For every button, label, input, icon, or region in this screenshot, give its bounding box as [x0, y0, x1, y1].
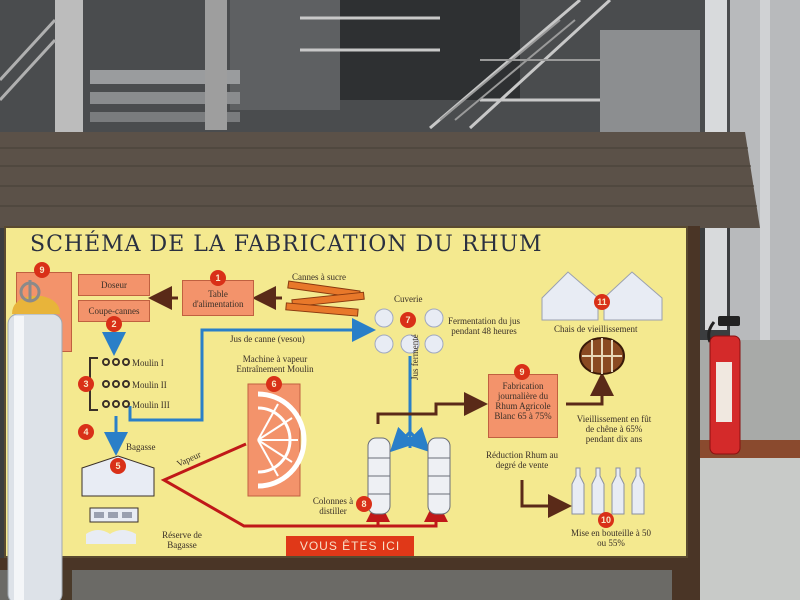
you-are-here-banner: VOUS ÊTES ICI [286, 536, 414, 556]
gas-cylinder [7, 280, 63, 600]
sign-roof [0, 132, 760, 228]
rum-process-sign: SCHÉMA DE LA FABRICATION DU RHUM [4, 226, 688, 558]
moulin-1-label: Moulin I [132, 358, 164, 368]
step-9b-badge: 9 [514, 364, 530, 380]
feeding-table-box: Table d'alimentation [182, 280, 254, 316]
cannes-label: Cannes à sucre [292, 272, 346, 282]
moulin-3-label: Moulin III [132, 400, 170, 410]
step-6-badge: 6 [266, 376, 282, 392]
production-box: Fabrication journalière du Rhum Agricole… [488, 374, 558, 438]
step-10-badge: 10 [598, 512, 614, 528]
cuverie-label: Cuverie [394, 294, 423, 304]
step-4-badge: 4 [78, 424, 94, 440]
step-7-badge: 7 [400, 312, 416, 328]
sign-title: SCHÉMA DE LA FABRICATION DU RHUM [30, 232, 543, 257]
fermentation-label: Fermentation du jus pendant 48 heures [448, 316, 520, 336]
colonnes-label: Colonnes à distiller [312, 496, 354, 516]
doseur-box: Doseur [78, 274, 150, 296]
warehouse-icon [541, 271, 663, 321]
step-5-badge: 5 [110, 458, 126, 474]
moulin-2-label: Moulin II [132, 380, 167, 390]
chais-label: Chais de vieillissement [554, 324, 638, 334]
step-2-badge: 2 [106, 316, 122, 332]
bottles-icon [571, 467, 645, 515]
reduction-label: Réduction Rhum au degré de vente [486, 450, 558, 470]
distillation-columns-icon [367, 437, 451, 515]
step-11-badge: 11 [594, 294, 610, 310]
step-1-badge: 1 [210, 270, 226, 286]
machine-label: Machine à vapeur Entraînement Moulin [236, 354, 314, 374]
jus-fermente-label: Jus fermenté [410, 334, 420, 380]
boiler-icon [81, 455, 155, 544]
step-9-badge: 9 [34, 262, 50, 278]
steam-engine-icon [247, 383, 307, 497]
fire-extinguisher [707, 316, 741, 455]
step-3-badge: 3 [78, 376, 94, 392]
process-flow-diagram [81, 271, 663, 544]
fermentation-vats-icon [374, 308, 444, 354]
reserve-label: Réserve de Bagasse [162, 530, 202, 550]
mise-label: Mise en bouteille à 50 ou 55% [571, 528, 651, 548]
step-8-badge: 8 [356, 496, 372, 512]
sugar-cane-icon [285, 280, 365, 317]
bagasse-label: Bagasse [126, 442, 156, 452]
vieillissement-label: Vieillissement en fût de chêne à 65% pen… [576, 414, 652, 444]
mills-icon [89, 357, 130, 411]
vesou-label: Jus de canne (vesou) [230, 334, 305, 344]
barrel-icon [579, 337, 625, 375]
